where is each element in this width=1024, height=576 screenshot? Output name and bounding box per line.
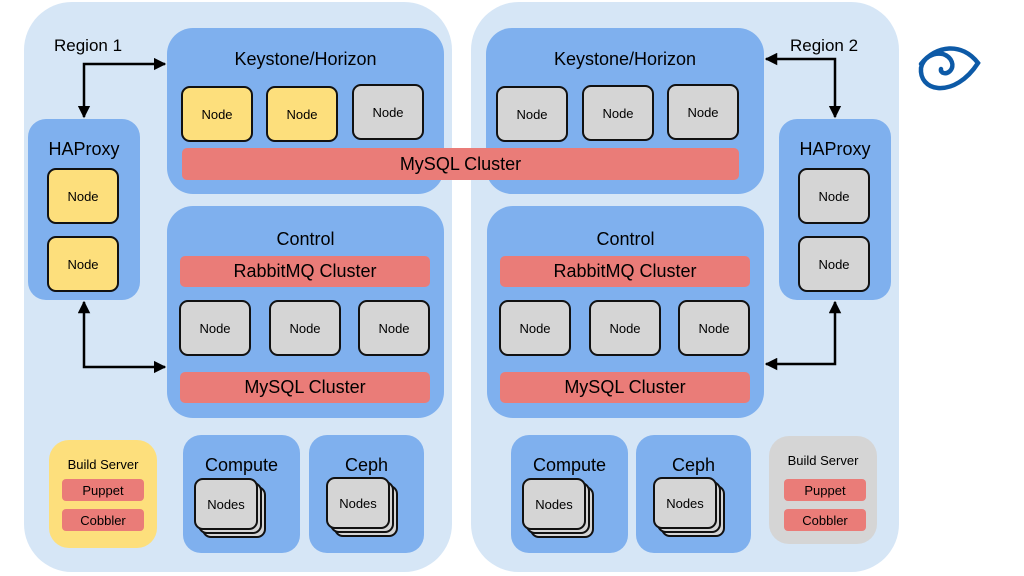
- haproxy-node[interactable]: Node: [798, 236, 870, 292]
- compute-title: Compute: [532, 455, 607, 475]
- keystone-title: Keystone/Horizon: [234, 49, 377, 69]
- compute-nodes-stack[interactable]: Nodes: [522, 478, 596, 540]
- build-server-title: Build Server: [787, 453, 859, 468]
- haproxy-node[interactable]: Node: [47, 236, 119, 292]
- region-1-compute-group: Compute Nodes: [183, 435, 300, 553]
- keystone-node[interactable]: Node: [181, 86, 253, 142]
- region-2-control-group: Control RabbitMQ Cluster Node Node Node …: [487, 206, 764, 418]
- mysql-cluster-bar[interactable]: MySQL Cluster: [500, 372, 750, 403]
- region-2-label: Region 2: [790, 36, 859, 55]
- keystone-node[interactable]: Node: [352, 84, 424, 140]
- ceph-nodes-stack[interactable]: Nodes: [326, 477, 400, 539]
- compute-nodes-label: Nodes: [194, 478, 258, 530]
- ceph-nodes-label: Nodes: [653, 477, 717, 529]
- region-1-label: Region 1: [54, 36, 123, 55]
- region-1-control-group: Control RabbitMQ Cluster Node Node Node …: [167, 206, 444, 418]
- haproxy-title: HAProxy: [799, 139, 871, 159]
- compute-nodes-label: Nodes: [522, 478, 586, 530]
- cobbler-bar[interactable]: Cobbler: [784, 509, 866, 531]
- puppet-bar[interactable]: Puppet: [62, 479, 144, 501]
- region-2-build-server: Build Server Puppet Cobbler: [769, 436, 877, 544]
- puppet-bar[interactable]: Puppet: [784, 479, 866, 501]
- control-node[interactable]: Node: [358, 300, 430, 356]
- control-title: Control: [276, 229, 335, 249]
- shared-mysql-cluster-bar[interactable]: MySQL Cluster: [182, 148, 739, 180]
- control-title: Control: [596, 229, 655, 249]
- ceph-title: Ceph: [671, 455, 716, 475]
- keystone-node[interactable]: Node: [667, 84, 739, 140]
- keystone-node[interactable]: Node: [496, 86, 568, 142]
- rabbitmq-cluster-bar[interactable]: RabbitMQ Cluster: [180, 256, 430, 287]
- control-node[interactable]: Node: [179, 300, 251, 356]
- control-node[interactable]: Node: [678, 300, 750, 356]
- ceph-nodes-label: Nodes: [326, 477, 390, 529]
- cobbler-bar[interactable]: Cobbler: [62, 509, 144, 531]
- compute-nodes-stack[interactable]: Nodes: [194, 478, 268, 540]
- region-2-haproxy-group: HAProxy Node Node: [779, 119, 891, 300]
- region-2-compute-group: Compute Nodes: [511, 435, 628, 553]
- region-1-haproxy-group: HAProxy Node Node: [28, 119, 140, 300]
- keystone-node[interactable]: Node: [266, 86, 338, 142]
- haproxy-node[interactable]: Node: [798, 168, 870, 224]
- haproxy-node[interactable]: Node: [47, 168, 119, 224]
- ceph-nodes-stack[interactable]: Nodes: [653, 477, 727, 539]
- control-node[interactable]: Node: [499, 300, 571, 356]
- compute-title: Compute: [204, 455, 279, 475]
- rabbitmq-cluster-bar[interactable]: RabbitMQ Cluster: [500, 256, 750, 287]
- build-server-title: Build Server: [67, 457, 139, 472]
- region-1-build-server: Build Server Puppet Cobbler: [49, 440, 157, 548]
- keystone-title: Keystone/Horizon: [553, 49, 697, 69]
- ceph-title: Ceph: [344, 455, 389, 475]
- mysql-cluster-bar[interactable]: MySQL Cluster: [180, 372, 430, 403]
- region-2-ceph-group: Ceph Nodes: [636, 435, 751, 553]
- control-node[interactable]: Node: [589, 300, 661, 356]
- keystone-node[interactable]: Node: [582, 85, 654, 141]
- haproxy-title: HAProxy: [48, 139, 120, 159]
- region-1-ceph-group: Ceph Nodes: [309, 435, 424, 553]
- control-node[interactable]: Node: [269, 300, 341, 356]
- spiral-eye-logo-icon: [918, 46, 981, 91]
